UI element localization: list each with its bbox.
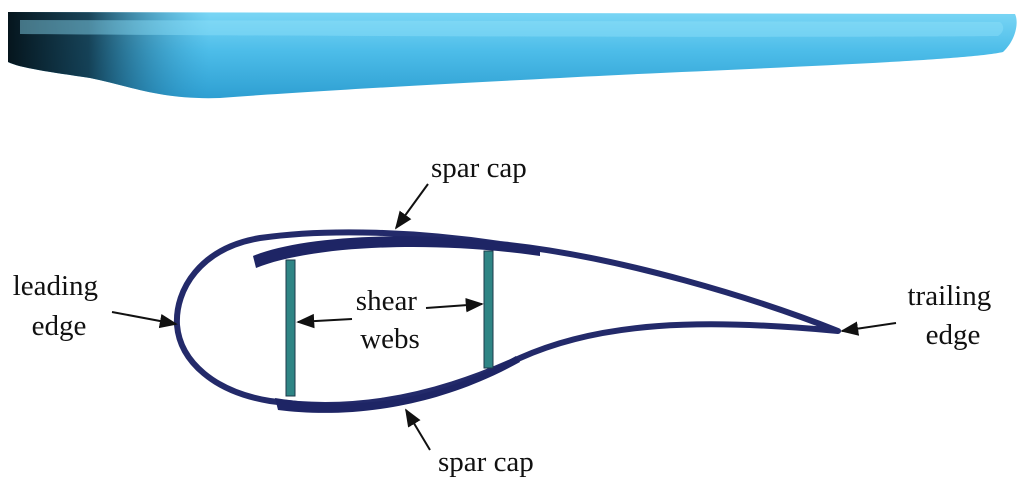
label-leading-edge-line-2: edge: [32, 310, 87, 342]
spar-cap-top: [253, 236, 540, 268]
blade-root-shading: [8, 12, 1017, 99]
label-spar-cap-top: spar cap: [431, 152, 527, 184]
shear-web-forward: [285, 259, 296, 397]
annotation-arrows: [111, 183, 897, 451]
label-shear-webs-line-1: shear: [356, 285, 418, 317]
arrow-leading-edge: [111, 311, 178, 329]
label-trailing-edge: trailing edge: [907, 280, 998, 351]
label-shear-webs-line-2: webs: [360, 323, 420, 355]
label-shear-webs: shear webs: [356, 285, 424, 355]
label-spar-cap-bottom: spar cap: [438, 446, 534, 478]
label-trailing-edge-line-2: edge: [926, 319, 981, 351]
arrow-spar-cap-top: [394, 183, 429, 230]
blade-highlight: [20, 20, 1004, 37]
airfoil-cross-section: [173, 229, 841, 413]
arrow-shear-web-aft: [425, 297, 484, 313]
label-leading-edge-line-1: leading: [13, 270, 98, 302]
labels: spar cap spar cap leading edge shear web…: [13, 152, 998, 478]
arrow-trailing-edge: [840, 321, 897, 336]
turbine-blade-planform: [8, 12, 1017, 99]
label-trailing-edge-line-1: trailing: [907, 280, 991, 312]
arrow-shear-web-forward: [296, 313, 353, 329]
shear-web-aft: [483, 250, 494, 369]
label-leading-edge: leading edge: [13, 270, 106, 342]
spar-cap-bottom: [275, 356, 520, 413]
arrow-spar-cap-bottom: [405, 408, 431, 451]
